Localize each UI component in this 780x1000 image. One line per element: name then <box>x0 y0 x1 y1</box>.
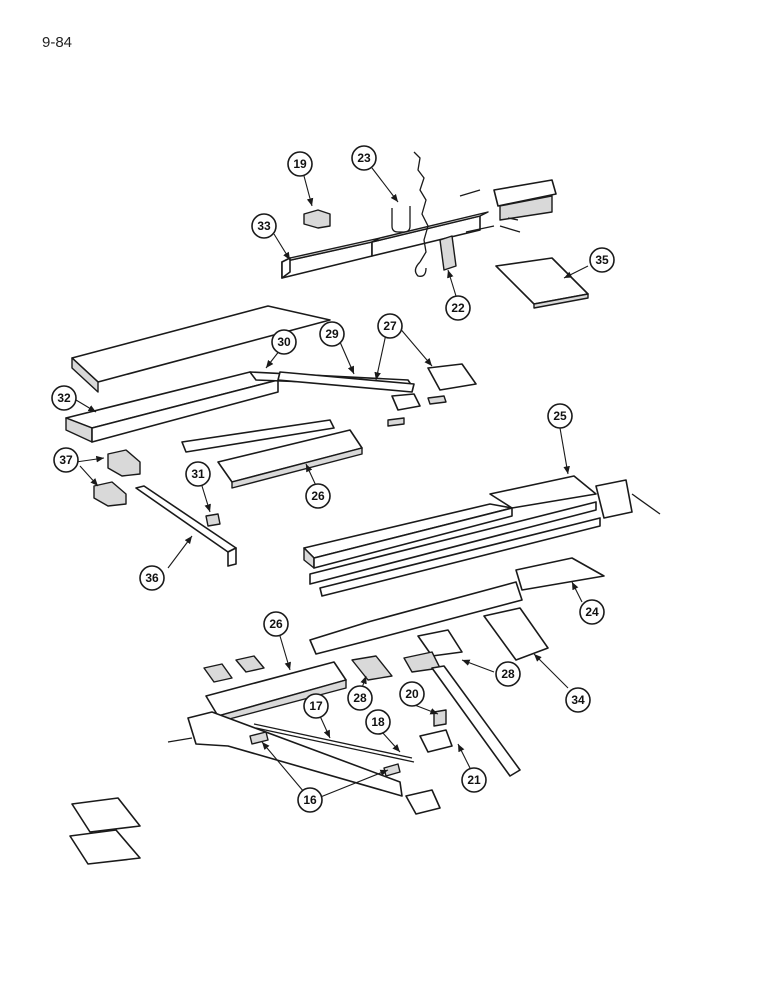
callout-19: 19 <box>287 151 313 177</box>
callout-34: 34 <box>565 687 591 713</box>
frame-assembly <box>65 305 477 567</box>
svg-text:33: 33 <box>257 219 271 233</box>
svg-text:18: 18 <box>371 715 385 729</box>
callout-31: 31 <box>185 461 211 487</box>
callout-30: 30 <box>271 329 297 355</box>
svg-text:25: 25 <box>553 409 567 423</box>
callout-21: 21 <box>461 767 487 793</box>
svg-text:31: 31 <box>191 467 205 481</box>
svg-text:37: 37 <box>59 453 73 467</box>
callout-32: 32 <box>51 385 77 411</box>
callout-27: 27 <box>377 313 403 339</box>
svg-text:22: 22 <box>451 301 465 315</box>
callout-29: 29 <box>319 321 345 347</box>
svg-text:34: 34 <box>571 693 585 707</box>
callout-26-upper: 26 <box>305 483 331 509</box>
callout-16: 16 <box>297 787 323 813</box>
callout-36: 36 <box>139 565 165 591</box>
callout-17: 17 <box>303 693 329 719</box>
callout-26-lower: 26 <box>263 611 289 637</box>
callout-25: 25 <box>547 403 573 429</box>
callout-28-left: 28 <box>347 685 373 711</box>
svg-text:28: 28 <box>353 691 367 705</box>
svg-text:16: 16 <box>303 793 317 807</box>
callout-35: 35 <box>589 247 615 273</box>
svg-text:30: 30 <box>277 335 291 349</box>
callout-28-right: 28 <box>495 661 521 687</box>
svg-text:21: 21 <box>467 773 481 787</box>
svg-text:17: 17 <box>309 699 323 713</box>
page-number: 9-84 <box>42 34 73 51</box>
svg-text:24: 24 <box>585 605 599 619</box>
svg-text:36: 36 <box>145 571 159 585</box>
svg-text:28: 28 <box>501 667 515 681</box>
callout-23: 23 <box>351 145 377 171</box>
callout-20: 20 <box>399 681 425 707</box>
center-rails <box>303 475 661 661</box>
svg-text:27: 27 <box>383 319 397 333</box>
svg-text:29: 29 <box>325 327 339 341</box>
svg-text:35: 35 <box>595 253 609 267</box>
callout-33: 33 <box>251 213 277 239</box>
callout-18: 18 <box>365 709 391 735</box>
lower-frame <box>69 629 521 865</box>
svg-text:26: 26 <box>269 617 283 631</box>
callout-22: 22 <box>445 295 471 321</box>
callout-24: 24 <box>579 599 605 625</box>
svg-text:20: 20 <box>405 687 419 701</box>
hitch-tube-assembly <box>281 151 589 309</box>
svg-text:32: 32 <box>57 391 71 405</box>
svg-text:26: 26 <box>311 489 325 503</box>
callout-37: 37 <box>53 447 79 473</box>
svg-text:23: 23 <box>357 151 371 165</box>
svg-text:19: 19 <box>293 157 307 171</box>
